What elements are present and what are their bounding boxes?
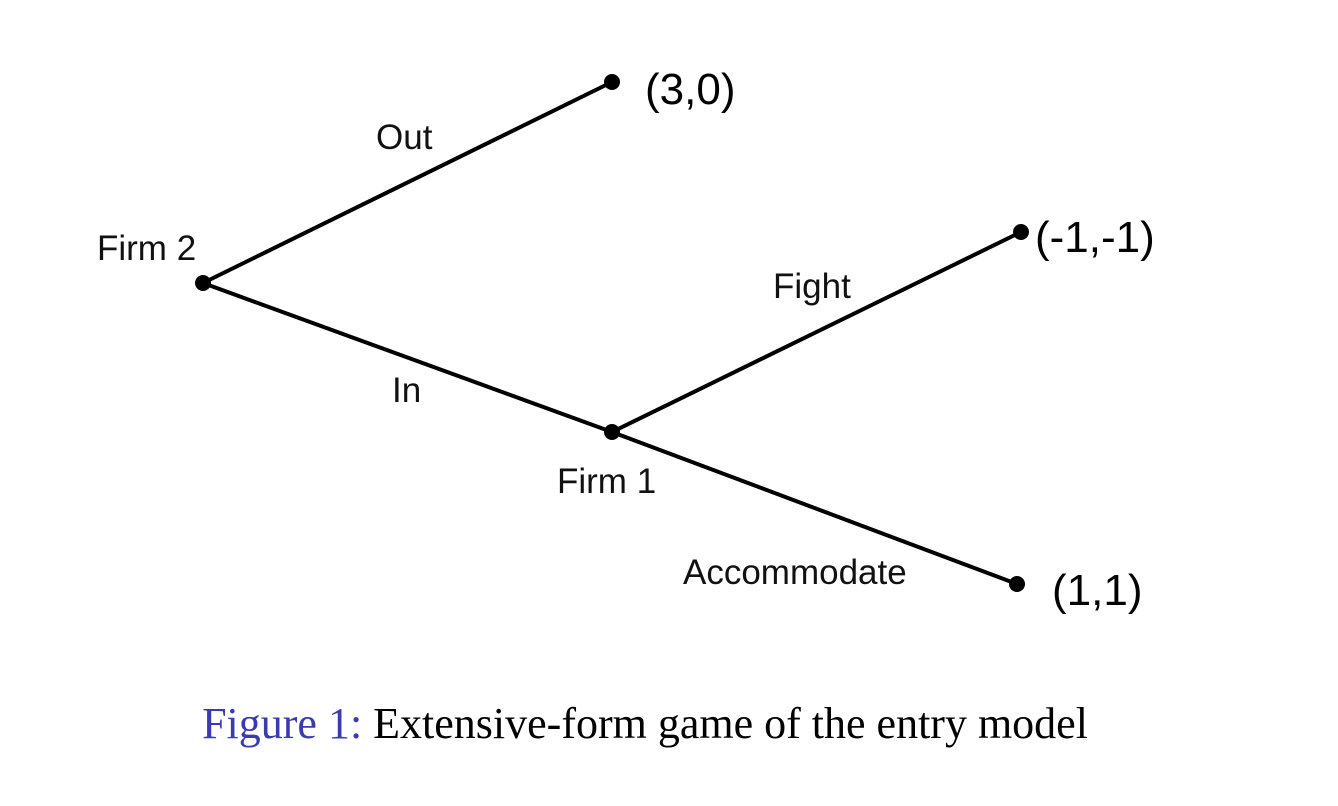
figure-caption-text: Extensive-form game of the entry model [373,699,1088,748]
edge-in [201,281,614,434]
terminal-node-out [604,74,620,90]
node-firm1 [604,424,620,440]
edge-fight [610,230,1023,434]
figure-caption: Figure 1: Extensive-form game of the ent… [0,698,1290,749]
edge-label-out: Out [376,118,433,157]
node-label-firm2: Firm 2 [97,229,196,268]
terminal-node-accommodate [1009,576,1025,592]
edge-out [201,80,614,285]
payoff-accommodate: (1,1) [1052,566,1142,615]
terminal-node-fight [1013,224,1029,240]
edge-label-fight: Fight [773,267,851,306]
node-label-firm1: Firm 1 [557,462,656,501]
edge-label-accommodate: Accommodate [683,553,907,592]
payoff-fight: (-1,-1) [1035,213,1155,262]
edge-accommodate [610,430,1019,586]
figure-number: Figure 1: [202,699,363,748]
edge-label-in: In [392,371,421,410]
payoff-out: (3,0) [645,65,735,114]
node-firm2 [195,275,211,291]
